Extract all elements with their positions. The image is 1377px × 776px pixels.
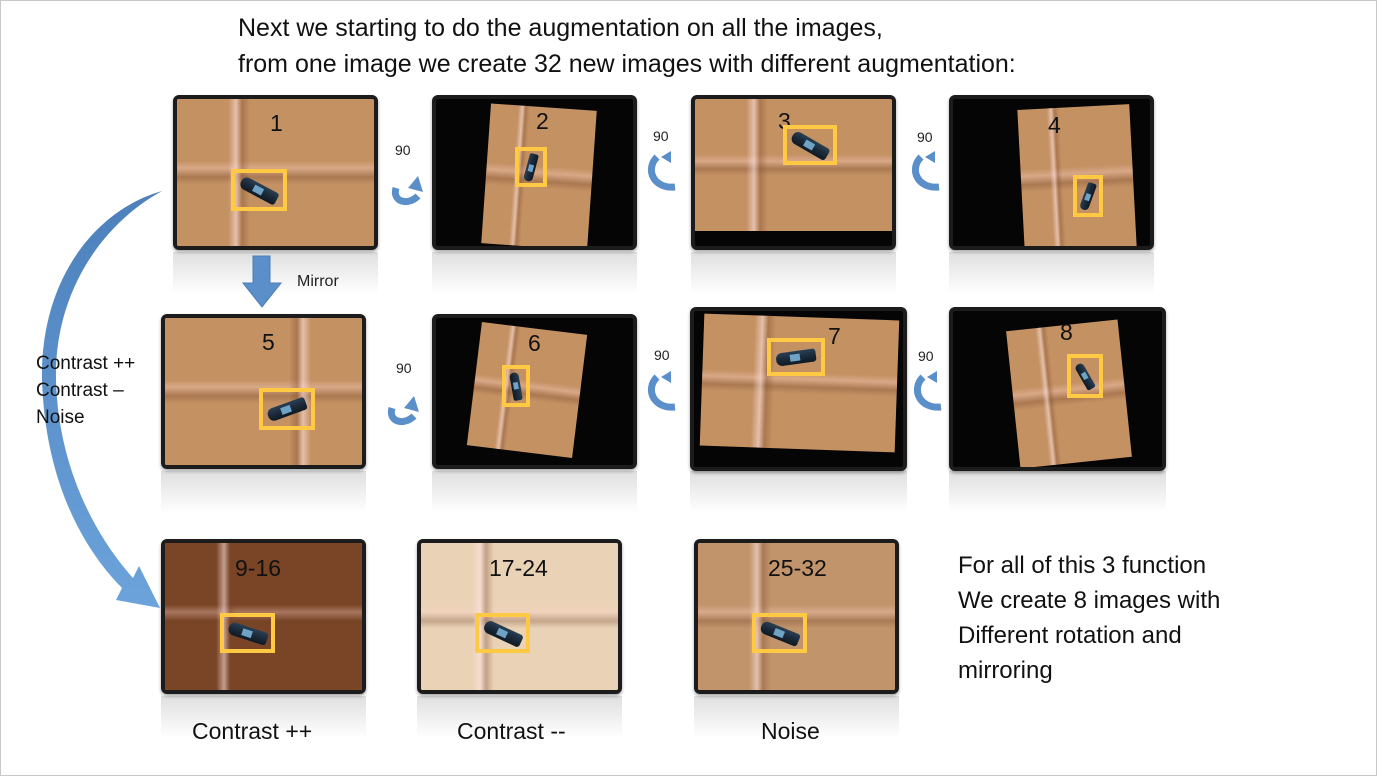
tile-4: 4: [949, 95, 1154, 250]
tile-1: 1: [173, 95, 378, 250]
tile-8-reflection: [949, 471, 1166, 513]
caption-contrast-plus: Contrast ++: [192, 718, 313, 744]
tile-7-bottle-box: [767, 338, 825, 376]
rotate-arrow-1: [391, 176, 423, 206]
tile-2-label: 2: [536, 108, 549, 134]
rotate-arrow-2: [648, 151, 676, 191]
tile-7-label: 7: [828, 323, 841, 349]
tile-8: 8: [949, 307, 1166, 471]
rotate-arrow-4: [387, 396, 419, 426]
caption-noise: Noise: [761, 718, 820, 744]
heading-line-2: from one image we create 32 new images w…: [238, 50, 1016, 78]
tile-25-32-image: [698, 543, 895, 690]
rotate-arrow-3: [912, 151, 940, 191]
tile-17-24-reflection: [417, 696, 622, 738]
side-label-noise: Noise: [36, 407, 85, 428]
explanation-note: For all of this 3 function We create 8 i…: [958, 548, 1220, 688]
tile-7: 7: [690, 307, 907, 471]
tile-8-bottle-box: [1067, 354, 1103, 398]
tile-1-label: 1: [270, 110, 283, 136]
mirror-down-arrow: [241, 255, 283, 308]
tile-3-image: [695, 99, 892, 231]
tile-6-label: 6: [528, 330, 541, 356]
note-line-2: We create 8 images with: [958, 587, 1221, 614]
rotation-label-3: 90: [917, 129, 933, 145]
tile-9-16-label: 9-16: [235, 555, 282, 581]
rotation-label-5: 90: [654, 347, 670, 363]
tile-3-reflection: [691, 252, 896, 294]
side-labels: Contrast ++ Contrast – Noise: [36, 350, 135, 431]
tile-3-bottle-box: [783, 125, 837, 165]
rotation-label-1: 90: [395, 142, 411, 158]
tile-4-reflection: [949, 252, 1154, 294]
tile-17-24: 17-24: [417, 539, 622, 694]
rotation-label-6: 90: [918, 348, 934, 364]
tile-4-label: 4: [1048, 112, 1061, 138]
tile-1-image: [177, 99, 374, 246]
tile-6: 6: [432, 314, 637, 469]
big-curved-arrow: [41, 155, 162, 608]
side-label-contrast-minus: Contrast –: [36, 380, 124, 401]
note-line-3: Different rotation and: [958, 622, 1182, 649]
tile-17-24-label: 17-24: [489, 555, 548, 581]
tile-4-bottle-box: [1073, 175, 1103, 217]
tile-1-bottle-box: [231, 169, 287, 211]
tile-25-32: 25-32: [694, 539, 899, 694]
note-line-1: For all of this 3 function: [958, 552, 1207, 579]
tile-9-16-bottle-box: [220, 613, 275, 653]
tile-6-bottle-box: [502, 365, 530, 407]
tile-5-reflection: [161, 471, 366, 513]
rotate-arrow-5: [648, 371, 676, 411]
tile-17-24-bottle-box: [475, 613, 530, 653]
tile-7-reflection: [690, 471, 907, 513]
tile-2-reflection: [432, 252, 637, 294]
rotate-arrow-6: [914, 371, 942, 411]
tile-5-label: 5: [262, 329, 275, 355]
tile-25-32-bottle-box: [752, 613, 807, 653]
tile-2-bottle-box: [515, 147, 547, 187]
heading-line-1: Next we starting to do the augmentation …: [238, 14, 883, 42]
tile-3: 3: [691, 95, 896, 250]
rotation-label-4: 90: [396, 360, 412, 376]
mirror-label: Mirror: [297, 273, 339, 290]
tile-25-32-label: 25-32: [768, 555, 827, 581]
rotation-label-2: 90: [653, 128, 669, 144]
tile-2: 2: [432, 95, 637, 250]
note-line-4: mirroring: [958, 657, 1053, 684]
tile-9-16: 9-16: [161, 539, 366, 694]
tile-6-reflection: [432, 471, 637, 513]
tile-5: 5: [161, 314, 366, 469]
tile-9-16-reflection: [161, 696, 366, 738]
tile-5-bottle-box: [259, 388, 315, 430]
caption-contrast-minus: Contrast --: [457, 718, 566, 744]
tile-25-32-reflection: [694, 696, 899, 738]
tile-8-label: 8: [1060, 319, 1073, 345]
side-label-contrast-plus: Contrast ++: [36, 353, 136, 374]
